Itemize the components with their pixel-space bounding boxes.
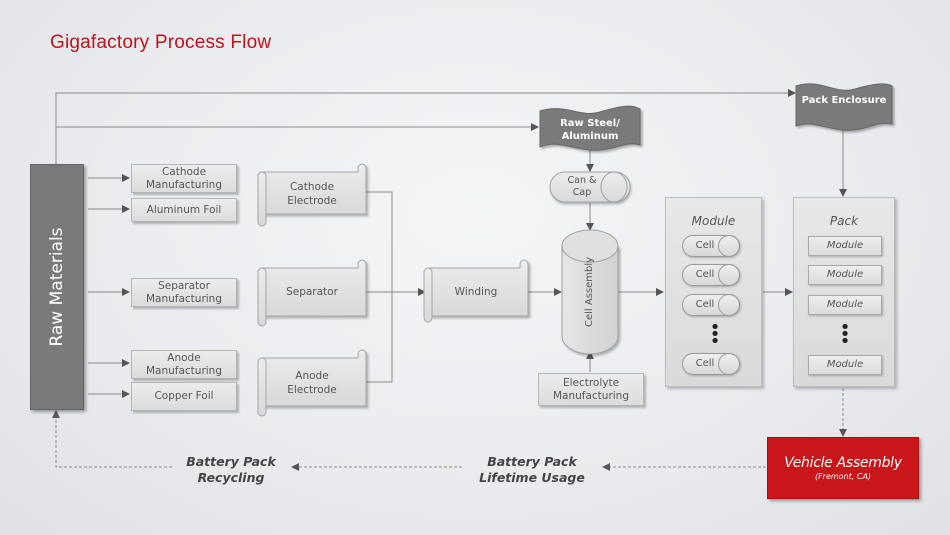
copper-foil-box: Copper Foil (131, 382, 237, 411)
cell-cap-icon (718, 294, 740, 316)
cell-cap-icon (718, 353, 740, 375)
module-container: Module Cell Cell Cell ••• Cell (665, 197, 762, 387)
flag-raw-steel (539, 105, 641, 151)
ellipsis-icon: ••• (709, 317, 721, 352)
vehicle-assembly-location: (Fremont, CA) (814, 472, 872, 481)
ellipsis-icon: ••• (839, 317, 851, 352)
raw-steel-label: Raw Steel/ Aluminum (560, 118, 620, 142)
electrolyte-manufacturing-box: Electrolyte Manufacturing (538, 373, 644, 406)
winding-label: Winding (454, 286, 498, 298)
aluminum-foil-box: Aluminum Foil (131, 198, 237, 222)
flag-pack-enclosure (795, 83, 893, 131)
can-cap-shape (549, 171, 631, 203)
raw-materials-label: Raw Materials (47, 227, 67, 347)
page-title: Gigafactory Process Flow (50, 32, 272, 53)
recycling-label: Battery Pack Recycling (186, 454, 276, 485)
pack-title: Pack (829, 214, 859, 228)
cathode-manufacturing-box: Cathode Manufacturing (131, 164, 237, 193)
module-item: Module (808, 265, 882, 285)
scroll-cathode-electrode (257, 163, 367, 227)
module-item: Module (808, 236, 882, 256)
pack-container: Pack Module Module Module ••• Module (793, 197, 895, 387)
scroll-winding (423, 259, 529, 323)
lifetime-usage-label: Battery Pack Lifetime Usage (479, 454, 585, 485)
pack-enclosure-label: Pack Enclosure (801, 95, 887, 106)
raw-materials-box: Raw Materials (30, 164, 84, 410)
module-item: Module (808, 295, 882, 315)
module-title: Module (691, 214, 736, 228)
cell-item: Cell (682, 235, 740, 257)
separator-manufacturing-box: Separator Manufacturing (131, 278, 237, 307)
scroll-separator (257, 259, 367, 327)
cell-item: Cell (682, 294, 740, 316)
anode-electrode-label: Anode Electrode (287, 370, 337, 396)
cell-assembly-label: Cell Assembly (584, 256, 595, 327)
module-item: Module (808, 355, 882, 375)
vehicle-assembly-title: Vehicle Assembly (784, 455, 902, 471)
cell-item: Cell (682, 264, 740, 286)
line-raw-to-pack-enclosure (55, 89, 796, 164)
cell-cap-icon (718, 264, 740, 286)
separator-label: Separator (286, 286, 338, 298)
cell-item: Cell (682, 353, 740, 375)
anode-manufacturing-box: Anode Manufacturing (131, 350, 237, 379)
arrow-recycling-to-raw (52, 410, 172, 468)
cell-assembly-cylinder (561, 229, 619, 355)
cell-cap-icon (718, 235, 740, 257)
can-cap-label: Can & Cap (567, 175, 597, 198)
scroll-anode-electrode (257, 349, 367, 417)
vehicle-assembly-box: Vehicle Assembly (Fremont, CA) (767, 437, 919, 499)
line-cathode-electrode-merge (362, 191, 393, 383)
cathode-electrode-label: Cathode Electrode (287, 181, 337, 207)
